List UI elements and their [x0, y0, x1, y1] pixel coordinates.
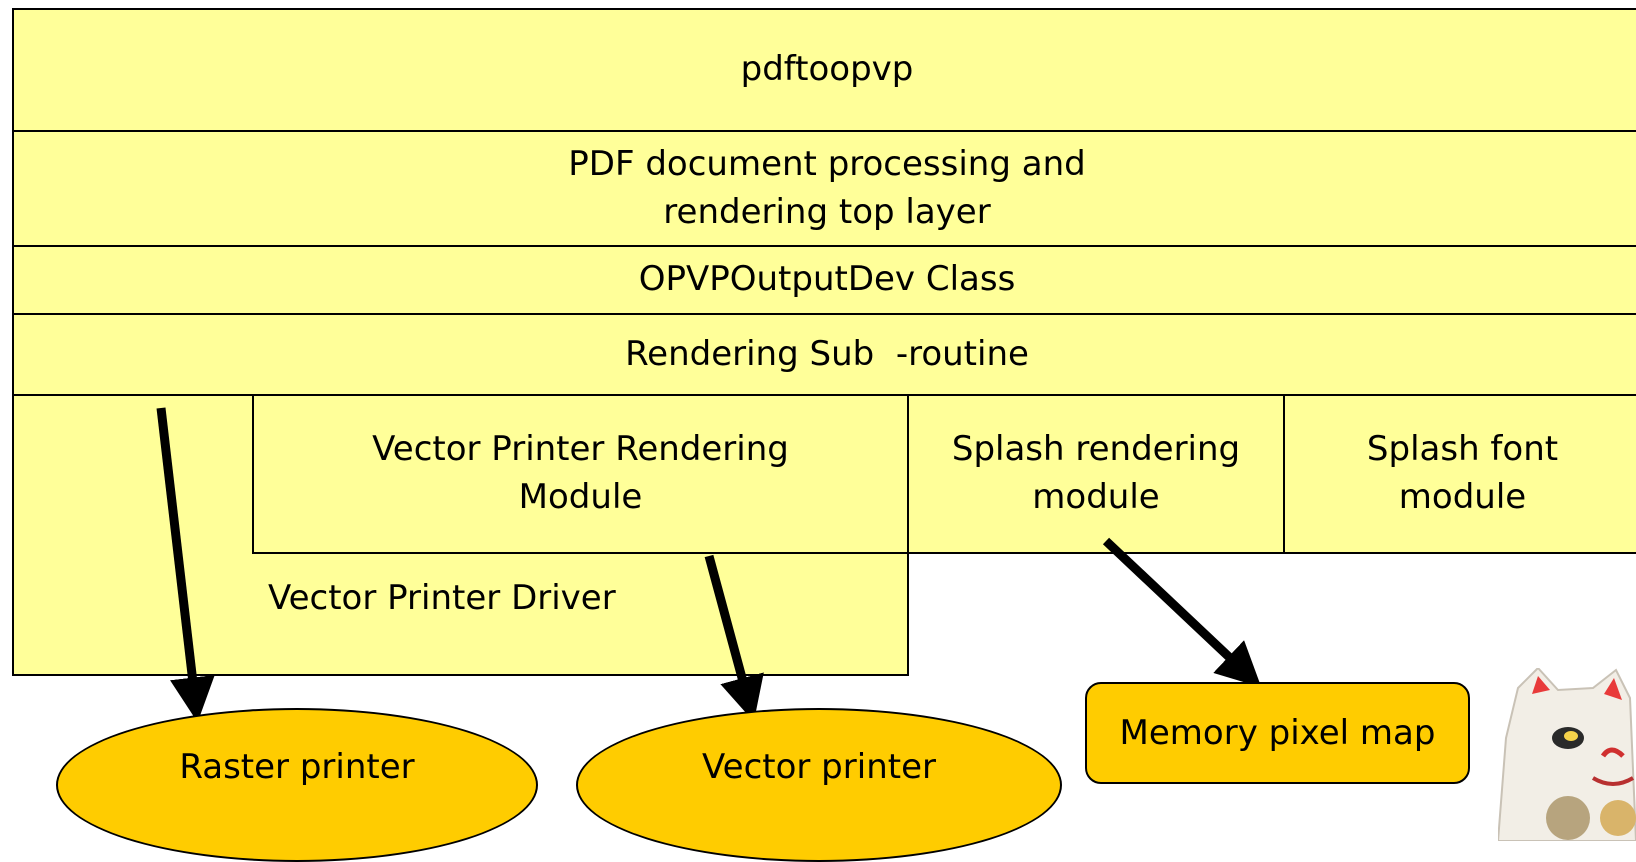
flow-arrows — [156, 407, 1262, 723]
raster-printer-label: Raster printer — [179, 747, 415, 787]
vector-printer-rendering-module: Vector Printer Rendering Module — [252, 394, 909, 554]
memory-pixel-map-box: Memory pixel map — [1085, 682, 1470, 784]
layer-output-dev: OPVPOutputDev Class — [12, 245, 1636, 315]
memory-pixel-map-label: Memory pixel map — [1119, 713, 1436, 753]
splash-font-module-label: Splash font module — [1366, 429, 1559, 517]
layer-rendering-subroutine: Rendering Sub -routine — [12, 313, 1636, 396]
arrow-to-memory-pixel-map — [1102, 537, 1262, 688]
raster-printer-ellipse: Raster printer — [56, 708, 538, 862]
layer-pdf-processing-label: PDF document processing and rendering to… — [568, 143, 1086, 232]
arrow-to-raster-printer — [156, 407, 215, 723]
splash-rendering-module-label: Splash rendering module — [951, 429, 1241, 517]
vector-printer-label: Vector printer — [702, 747, 936, 787]
splash-font-module: Splash font module — [1283, 394, 1636, 554]
layer-output-dev-label: OPVPOutputDev Class — [638, 259, 1016, 300]
vector-printer-ellipse: Vector printer — [576, 708, 1062, 862]
vector-printer-rendering-module-label: Vector Printer Rendering Module — [372, 429, 789, 517]
layer-pdftoopvp: pdftoopvp — [12, 8, 1636, 132]
layer-pdftoopvp-label: pdftoopvp — [740, 49, 914, 90]
arrow-to-vector-printer — [704, 554, 764, 722]
splash-rendering-module: Splash rendering module — [907, 394, 1285, 554]
lucky-cat-figurine-image — [1498, 668, 1636, 841]
layer-rendering-subroutine-label: Rendering Sub -routine — [625, 333, 1029, 374]
vector-printer-driver-label: Vector Printer Driver — [268, 578, 616, 618]
layer-pdf-processing: PDF document processing and rendering to… — [12, 130, 1636, 247]
